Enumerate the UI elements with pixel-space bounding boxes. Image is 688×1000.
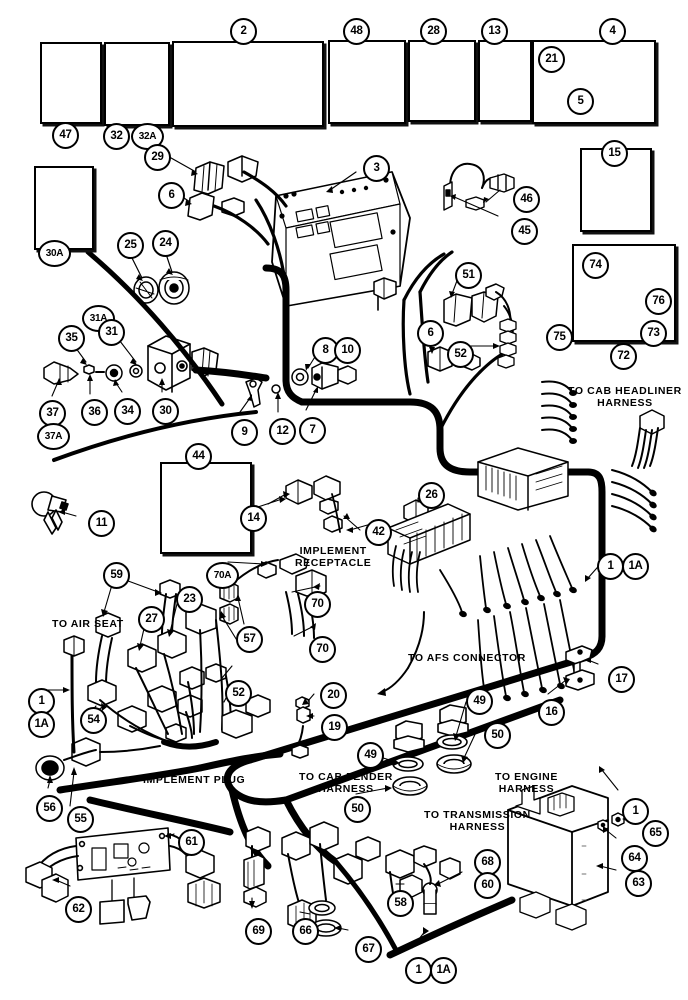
callout-37A[interactable]: 37A [37, 423, 70, 450]
inset-box-44 [160, 462, 252, 554]
callout-70[interactable]: 70 [304, 591, 331, 618]
callout-6[interactable]: 6 [417, 320, 444, 347]
callout-16[interactable]: 16 [538, 699, 565, 726]
callout-70A[interactable]: 70A [206, 562, 239, 589]
callout-14[interactable]: 14 [240, 505, 267, 532]
callout-29[interactable]: 29 [144, 144, 171, 171]
callout-2[interactable]: 2 [230, 18, 257, 45]
label-to-afs-connector: TO AFS CONNECTOR [408, 652, 526, 664]
callout-57[interactable]: 57 [236, 626, 263, 653]
callout-19[interactable]: 19 [321, 714, 348, 741]
label-implement-plug: IMPLEMENT PLUG [143, 774, 246, 786]
label-to-transmission-harness: TO TRANSMISSION HARNESS [424, 809, 531, 833]
label-implement-receptacle: IMPLEMENT RECEPTACLE [295, 545, 372, 569]
callout-5[interactable]: 5 [567, 88, 594, 115]
callout-24[interactable]: 24 [152, 230, 179, 257]
callout-64[interactable]: 64 [621, 845, 648, 872]
callout-15[interactable]: 15 [601, 140, 628, 167]
callout-27[interactable]: 27 [138, 606, 165, 633]
callout-50[interactable]: 50 [344, 796, 371, 823]
label-to-air-seat: TO AIR SEAT [52, 618, 124, 630]
callout-68[interactable]: 68 [474, 849, 501, 876]
label-to-engine-harness: TO ENGINE HARNESS [495, 771, 558, 795]
callout-13[interactable]: 13 [481, 18, 508, 45]
callout-42[interactable]: 42 [365, 519, 392, 546]
callout-54[interactable]: 54 [80, 707, 107, 734]
callout-50[interactable]: 50 [484, 722, 511, 749]
inset-box-13 [478, 40, 532, 122]
callout-35[interactable]: 35 [58, 325, 85, 352]
callout-56[interactable]: 56 [36, 795, 63, 822]
callout-21[interactable]: 21 [538, 46, 565, 73]
callout-28[interactable]: 28 [420, 18, 447, 45]
inset-box-30A [34, 166, 94, 250]
inset-box-2 [172, 41, 324, 127]
inset-box-28 [408, 40, 476, 122]
callout-1[interactable]: 1 [622, 798, 649, 825]
callout-51[interactable]: 51 [455, 262, 482, 289]
callout-46[interactable]: 46 [513, 186, 540, 213]
label-to-cab-fender-harness: TO CAB FENDER HARNESS [299, 771, 393, 795]
label-to-cab-headliner-harness: TO CAB HEADLINER HARNESS [568, 385, 682, 409]
callout-52[interactable]: 52 [447, 341, 474, 368]
callout-74[interactable]: 74 [582, 252, 609, 279]
callout-9[interactable]: 9 [231, 419, 258, 446]
callout-63[interactable]: 63 [625, 870, 652, 897]
callout-3[interactable]: 3 [363, 155, 390, 182]
callout-32[interactable]: 32 [103, 123, 130, 150]
callout-55[interactable]: 55 [67, 806, 94, 833]
callout-73[interactable]: 73 [640, 320, 667, 347]
callout-6[interactable]: 6 [158, 182, 185, 209]
callout-49[interactable]: 49 [466, 688, 493, 715]
callout-69[interactable]: 69 [245, 918, 272, 945]
callout-70[interactable]: 70 [309, 636, 336, 663]
callout-75[interactable]: 75 [546, 324, 573, 351]
callout-26[interactable]: 26 [418, 482, 445, 509]
callout-31[interactable]: 31 [98, 319, 125, 346]
callout-4[interactable]: 4 [599, 18, 626, 45]
callout-1A[interactable]: 1A [28, 711, 55, 738]
callout-60[interactable]: 60 [474, 872, 501, 899]
callout-30[interactable]: 30 [152, 398, 179, 425]
callout-17[interactable]: 17 [608, 666, 635, 693]
callout-23[interactable]: 23 [176, 586, 203, 613]
callout-67[interactable]: 67 [355, 936, 382, 963]
callout-45[interactable]: 45 [511, 218, 538, 245]
callout-36[interactable]: 36 [81, 399, 108, 426]
callout-1A[interactable]: 1A [430, 957, 457, 984]
callout-34[interactable]: 34 [114, 398, 141, 425]
callout-7[interactable]: 7 [299, 417, 326, 444]
callout-1[interactable]: 1 [597, 553, 624, 580]
callout-65[interactable]: 65 [642, 820, 669, 847]
callout-58[interactable]: 58 [387, 890, 414, 917]
callout-1[interactable]: 1 [405, 957, 432, 984]
callout-25[interactable]: 25 [117, 232, 144, 259]
inset-box-47 [40, 42, 102, 124]
callout-61[interactable]: 61 [178, 829, 205, 856]
callout-59[interactable]: 59 [103, 562, 130, 589]
callout-52[interactable]: 52 [225, 680, 252, 707]
callout-44[interactable]: 44 [185, 443, 212, 470]
callout-49[interactable]: 49 [357, 742, 384, 769]
callout-11[interactable]: 11 [88, 510, 115, 537]
callout-76[interactable]: 76 [645, 288, 672, 315]
callout-1A[interactable]: 1A [622, 553, 649, 580]
callout-72[interactable]: 72 [610, 343, 637, 370]
callout-47[interactable]: 47 [52, 122, 79, 149]
callout-48[interactable]: 48 [343, 18, 370, 45]
callout-10[interactable]: 10 [334, 337, 361, 364]
inset-box-48 [328, 40, 406, 124]
callout-66[interactable]: 66 [292, 918, 319, 945]
callout-30A[interactable]: 30A [38, 240, 71, 267]
callout-62[interactable]: 62 [65, 896, 92, 923]
callout-20[interactable]: 20 [320, 682, 347, 709]
callout-12[interactable]: 12 [269, 418, 296, 445]
inset-box-32 [104, 42, 170, 126]
